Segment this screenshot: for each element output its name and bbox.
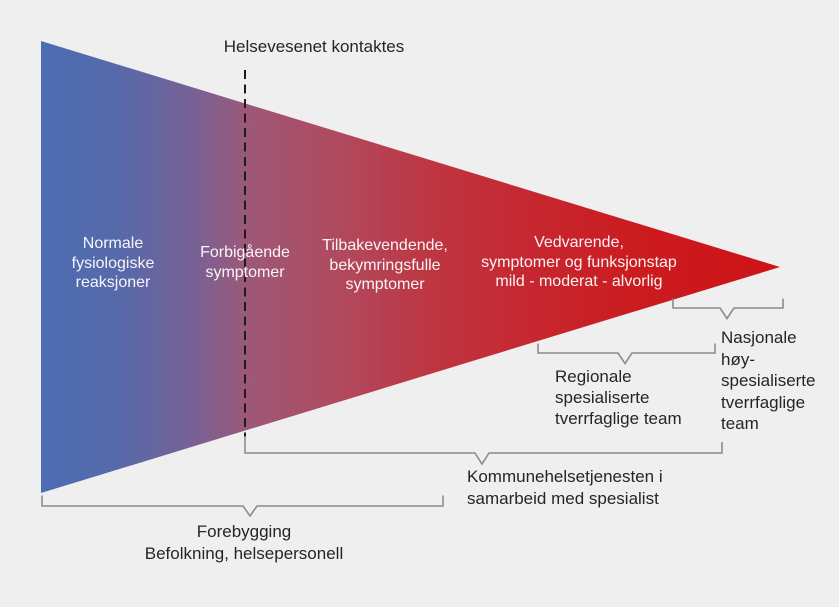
bracket-regionale-team [537,343,716,365]
service-label-forebygging: Forebygging Befolkning, helsepersonell [144,522,344,563]
bracket-forebygging [41,495,444,518]
stage-label-tilbakevendende-symptomer: Tilbakevendende, bekymringsfulle symptom… [322,237,448,293]
helsevesenet-kontaktes-label: Helsevesenet kontaktes [223,37,405,56]
service-label-regionale-team: Regionale spesialiserte tverrfaglige tea… [555,367,682,428]
stage-label-normale-reaksjoner: Normale fysiologiske reaksjoner [71,235,155,291]
stage-label-vedvarende-symptomer: Vedvarende, symptomer og funksjonstap mi… [481,234,677,290]
stage-label-forbigaende-symptomer: Forbigående symptomer [200,244,290,281]
bracket-kommunehelsetjenesten [244,436,723,466]
bracket-nasjonale-team [672,298,784,320]
service-label-nasjonale-team: Nasjonale høy- spesialiserte tverrfaglig… [721,328,816,433]
severity-gradient-triangle [41,41,780,493]
service-label-kommunehelsetjenesten: Kommunehelsetjenesten i samarbeid med sp… [467,467,663,508]
